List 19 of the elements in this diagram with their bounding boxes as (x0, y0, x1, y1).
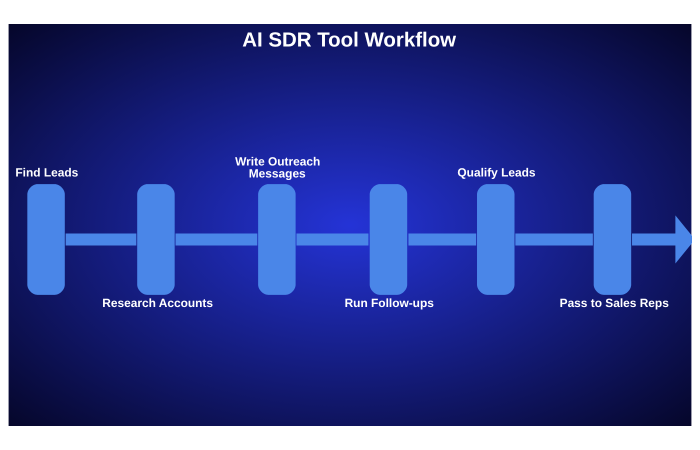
node-box (258, 184, 296, 295)
node-label: Write Outreach Messages (235, 154, 320, 180)
connector (408, 234, 476, 246)
node-box (477, 184, 514, 295)
node-label: Run Follow-ups (344, 296, 434, 310)
connector (66, 234, 136, 246)
node-box (137, 184, 175, 295)
node-label: Research Accounts (102, 296, 214, 310)
connector (515, 234, 593, 246)
node-label: Find Leads (15, 166, 78, 180)
node-label: Qualify Leads (457, 166, 536, 180)
node-box (370, 184, 408, 295)
node-box (594, 184, 632, 295)
diagram-title: AI SDR Tool Workflow (242, 28, 456, 52)
node-label: Pass to Sales Reps (560, 296, 669, 310)
node-box (27, 184, 65, 295)
connector (296, 234, 368, 246)
arrow (632, 215, 692, 264)
connector (176, 234, 258, 246)
